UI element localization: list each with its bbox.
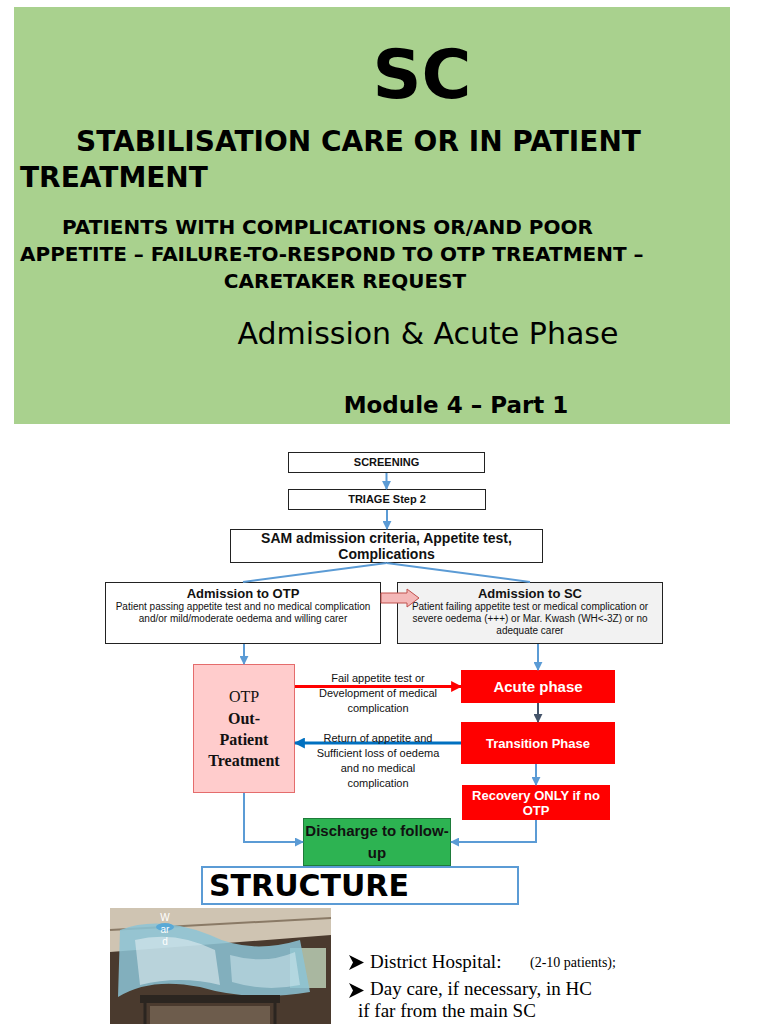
process-box: TRIAGE Step 2 [288, 489, 486, 510]
flow-arrow [243, 644, 245, 664]
flow-arrow [451, 820, 536, 842]
bullet-text: (2-10 patients); [530, 955, 616, 971]
photo-bed-frame [140, 995, 280, 1003]
terminal-box: Discharge to follow-up [303, 818, 451, 866]
edge-label: Fail appetite test or Development of med… [303, 671, 453, 716]
photo-floor [150, 1006, 270, 1024]
photo-bed-leg [144, 1003, 147, 1024]
box-heading: Transition Phase [486, 736, 590, 751]
box-text: Out-Patient Treatment [207, 708, 281, 771]
bullet-text: if far from the main SC [358, 1000, 536, 1022]
flow-arrow [386, 510, 388, 529]
box-text: Admission & Acute Phase [120, 316, 736, 352]
decision-box: SAM admission criteria, Appetite test, C… [230, 529, 543, 563]
photo-net-highlight [135, 937, 220, 985]
box-heading: OTP [229, 686, 259, 708]
edge-label: Return of appetite and Sufficient loss o… [311, 731, 446, 791]
box-heading: SCREENING [354, 456, 419, 469]
flow-arrow [537, 703, 539, 722]
box-text: Patient passing appetite test and no med… [110, 601, 376, 625]
flow-arrow [244, 793, 303, 842]
box-heading: Recovery ONLY if no OTP [468, 788, 604, 818]
process-box: SCREENING [288, 452, 485, 473]
flow-arrow [386, 473, 388, 489]
bullet-text: Day care, if necessary, in HC [370, 978, 592, 1000]
bullet-arrow [349, 955, 364, 970]
admission-box: Admission to OTPPatient passing appetite… [105, 582, 381, 644]
photo-background [110, 908, 331, 1024]
bullet-text: District Hospital: [370, 951, 501, 973]
box-text: STABILISATION CARE OR IN PATIENT TREATME… [20, 124, 724, 196]
phase-box: Transition Phase [461, 722, 615, 764]
box-text: Patient failing appetite test or medical… [402, 601, 658, 637]
photo-sign-text: Ward [160, 912, 170, 948]
photo-bed-leg [274, 1003, 277, 1024]
box-text: PATIENTS WITH COMPLICATIONS OR/AND POOR … [20, 214, 670, 295]
box-heading: TRIAGE Step 2 [348, 493, 426, 506]
box-heading: STRUCTURE [209, 871, 409, 901]
box-heading: Admission to OTP [187, 586, 300, 601]
photo-mosquito-net [118, 924, 310, 997]
box-heading: Discharge to follow-up [304, 820, 450, 864]
flow-arrow [387, 563, 531, 582]
program-box: OTPOut-Patient Treatment [193, 664, 295, 793]
ward-photo [110, 908, 331, 1024]
flow-arrow [535, 764, 537, 785]
title-band: SC STABILISATION CARE OR IN PATIENT TREAT… [14, 7, 730, 424]
photo-net-highlight [230, 952, 300, 988]
flow-arrow [537, 644, 539, 670]
box-heading: Admission to SC [478, 586, 582, 601]
flow-arrow [243, 563, 387, 582]
box-text: Module 4 – Part 1 [256, 391, 656, 419]
admission-box: Admission to SCPatient failing appetite … [397, 582, 663, 644]
box-heading: Acute phase [493, 678, 582, 695]
phase-box: Acute phase [461, 670, 615, 703]
box-heading: SAM admission criteria, Appetite test, C… [231, 530, 542, 562]
section-heading-box: STRUCTURE [201, 866, 519, 905]
phase-box: Recovery ONLY if no OTP [462, 785, 610, 820]
bullet-arrow [349, 983, 364, 998]
box-heading: SC [307, 41, 537, 109]
